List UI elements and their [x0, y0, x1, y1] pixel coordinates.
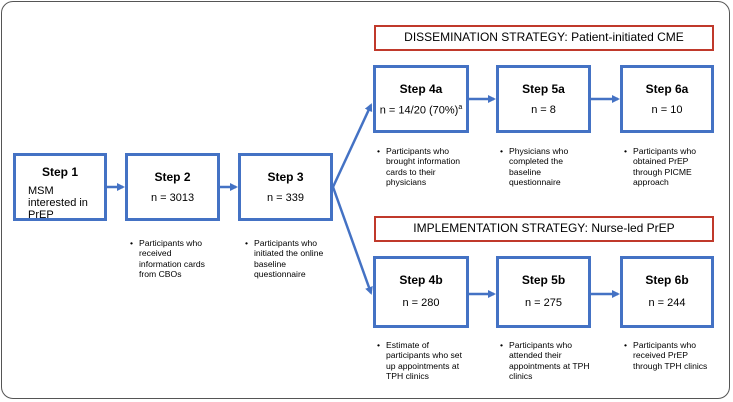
step-4a-value-line: n = 14/20 (70%)a — [376, 104, 466, 117]
step-6b-note: Participants who received PrEP through T… — [624, 340, 710, 371]
step-6b-title: Step 6b — [645, 273, 689, 287]
step-4a-title: Step 4a — [399, 82, 443, 96]
step-6b-box: Step 6b n = 244 — [620, 256, 714, 328]
step-5a-note: Physicians who completed the baseline qu… — [500, 146, 582, 188]
step-3-box: Step 3 n = 339 — [238, 153, 333, 221]
step-4a-note: Participants who brought information car… — [377, 146, 471, 188]
step-6a-note: Participants who obtained PrEP through P… — [624, 146, 716, 188]
step-5a-box: Step 5a n = 8 — [496, 65, 591, 133]
step-6a-title: Step 6a — [645, 82, 689, 96]
step-2-note: Participants who received information ca… — [130, 238, 214, 280]
step-5b-value: n = 275 — [524, 297, 562, 309]
step-3-title: Step 3 — [267, 170, 304, 184]
step-6a-box: Step 6a n = 10 — [620, 65, 714, 133]
arrow-3-4b — [331, 186, 373, 295]
step-4b-box: Step 4b n = 280 — [373, 256, 469, 328]
step-6a-value: n = 10 — [651, 104, 683, 116]
step-5a-title: Step 5a — [522, 82, 565, 96]
step-5b-note: Participants who attended their appointm… — [500, 340, 590, 382]
arrow-3-4a — [331, 103, 373, 188]
step-2-title: Step 2 — [154, 170, 191, 184]
step-5b-box: Step 5b n = 275 — [496, 256, 591, 328]
step-4a-superscript: a — [458, 104, 463, 111]
step-4b-title: Step 4b — [399, 273, 443, 287]
step-2-value: n = 3013 — [150, 192, 195, 204]
step-1-title: Step 1 — [41, 165, 78, 179]
step-2-box: Step 2 n = 3013 — [125, 153, 220, 221]
step-1-text: MSM interested in PrEP — [28, 185, 88, 221]
step-1-box: Step 1 MSM interested in PrEP — [13, 153, 107, 221]
dissemination-banner: DISSEMINATION STRATEGY: Patient-initiate… — [374, 25, 714, 51]
step-5a-value: n = 8 — [531, 104, 556, 116]
step-5b-title: Step 5b — [521, 273, 566, 287]
step-4b-value: n = 280 — [402, 297, 440, 309]
step-3-note: Participants who initiated the online ba… — [245, 238, 335, 280]
step-6b-value: n = 244 — [648, 297, 686, 309]
step-4a-value: n = 14/20 (70%) — [379, 104, 459, 117]
step-4a-box: Step 4a n = 14/20 (70%)a — [373, 65, 469, 133]
step-3-value: n = 339 — [266, 192, 304, 204]
step-4b-note: Estimate of participants who set up appo… — [377, 340, 471, 382]
implementation-banner: IMPLEMENTATION STRATEGY: Nurse-led PrEP — [374, 216, 714, 242]
